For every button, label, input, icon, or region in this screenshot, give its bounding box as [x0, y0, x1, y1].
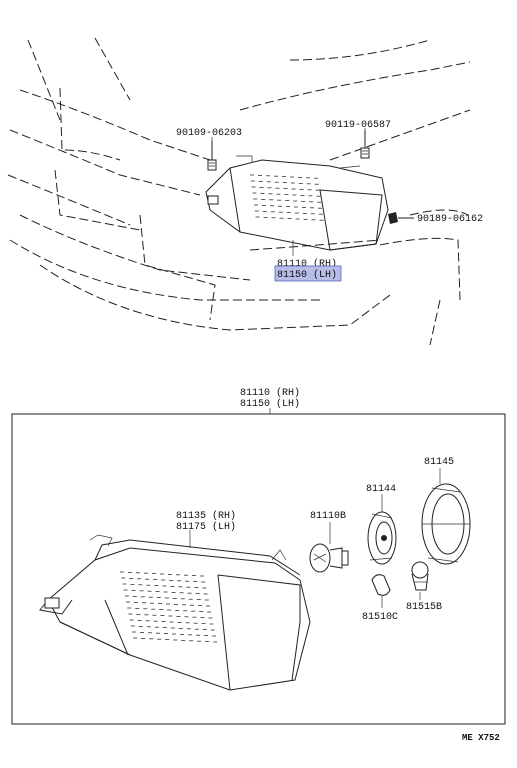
detail-frame [11, 413, 506, 725]
part-label-clip: 90189-06162 [417, 214, 483, 225]
clip-icon [388, 212, 414, 224]
part-label-cover: 81145 [424, 457, 454, 468]
small-socket-icon [411, 561, 429, 591]
part-label-bolt-right: 90119-06587 [325, 120, 391, 131]
small-bulb-icon [371, 574, 391, 596]
part-label-socket: 81144 [366, 484, 396, 495]
headlamp-top-view [205, 155, 389, 251]
part-label-unit-rh: 81135 (RH) [176, 510, 236, 522]
cover-icon [421, 483, 471, 565]
socket-icon [367, 511, 397, 565]
bolt-icon [360, 130, 370, 159]
part-label-lamp-lh: 81150 (LH) [277, 269, 337, 281]
bulb-icon [309, 543, 349, 573]
assembly-label-rh: 81110 (RH) [240, 387, 300, 399]
part-label-bolt-left: 90109-06203 [176, 128, 242, 139]
part-label-bulb: 81110B [310, 511, 346, 522]
bolt-icon [207, 140, 217, 171]
diagram-code: ME X752 [462, 733, 500, 743]
part-label-unit-lh: 81175 (LH) [176, 521, 236, 533]
leader-lines-top [211, 128, 366, 256]
part-label-small-socket: 81515B [406, 602, 442, 613]
highlight-box [274, 265, 342, 282]
assembly-label-lh: 81150 (LH) [240, 398, 300, 410]
vehicle-front-outline [7, 37, 471, 346]
headlamp-unit-detail [39, 534, 311, 691]
part-label-small-bulb: 81510C [362, 612, 398, 623]
